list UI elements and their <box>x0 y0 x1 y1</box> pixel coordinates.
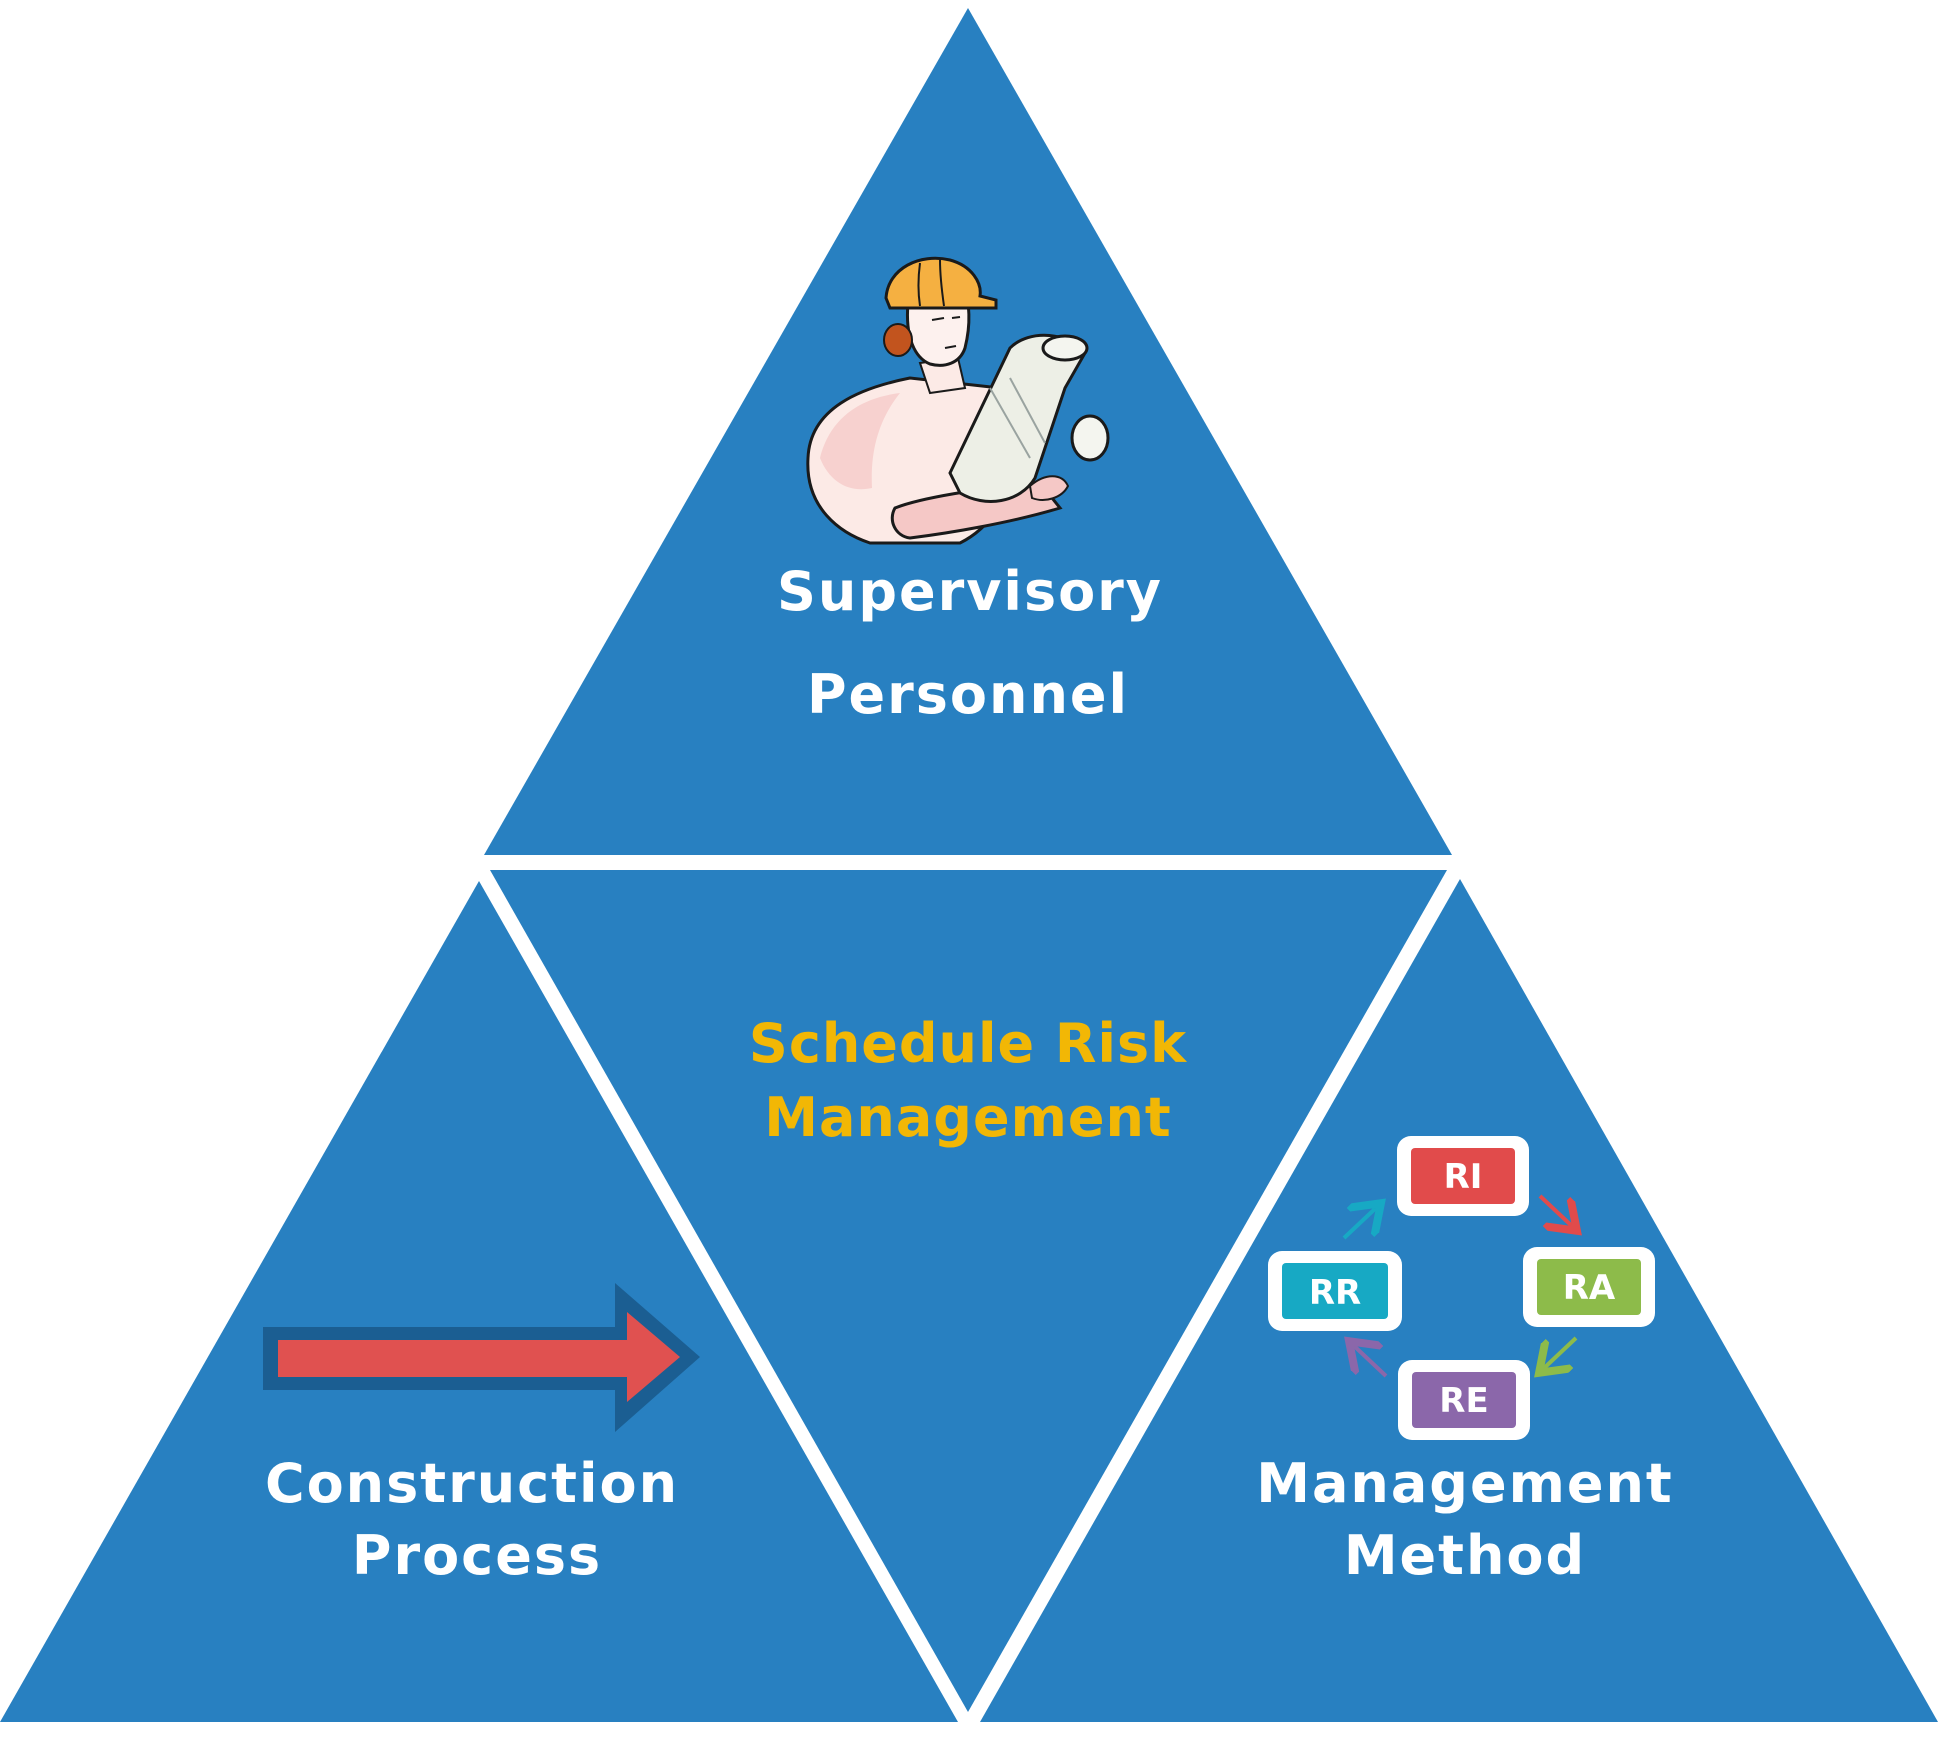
top-label-line2: Personnel <box>807 663 1129 726</box>
rr-box: RR <box>1268 1251 1402 1331</box>
right-triangle <box>980 879 1938 1722</box>
right-arrow-icon <box>263 1283 700 1432</box>
left-triangle <box>0 881 958 1722</box>
left-label-line2: Process <box>352 1524 602 1587</box>
re-box: RE <box>1398 1360 1530 1440</box>
arrow-ri-to-ra <box>1538 1194 1574 1228</box>
center-title-line2: Management <box>764 1086 1172 1149</box>
center-triangle <box>490 870 1447 1712</box>
right-label-line1: Management <box>1256 1452 1674 1515</box>
right-label-line2: Method <box>1344 1524 1586 1587</box>
arrow-rr-to-ri <box>1342 1206 1378 1240</box>
ra-box: RA <box>1523 1247 1655 1327</box>
ra-label: RA <box>1563 1268 1616 1308</box>
center-title-line1: Schedule Risk <box>749 1012 1187 1075</box>
arrow-ra-to-re <box>1542 1336 1578 1370</box>
arrow-re-to-rr <box>1352 1344 1388 1378</box>
rr-label: RR <box>1309 1273 1361 1313</box>
risk-cycle-diagram: RI RA RE RR <box>1268 1136 1655 1440</box>
re-label: RE <box>1439 1381 1488 1421</box>
left-label-line1: Construction <box>265 1452 679 1515</box>
ri-label: RI <box>1444 1157 1483 1197</box>
top-label-line1: Supervisory <box>777 560 1163 623</box>
ri-box: RI <box>1397 1136 1529 1216</box>
engineer-reading-blueprint-icon <box>806 256 1110 545</box>
